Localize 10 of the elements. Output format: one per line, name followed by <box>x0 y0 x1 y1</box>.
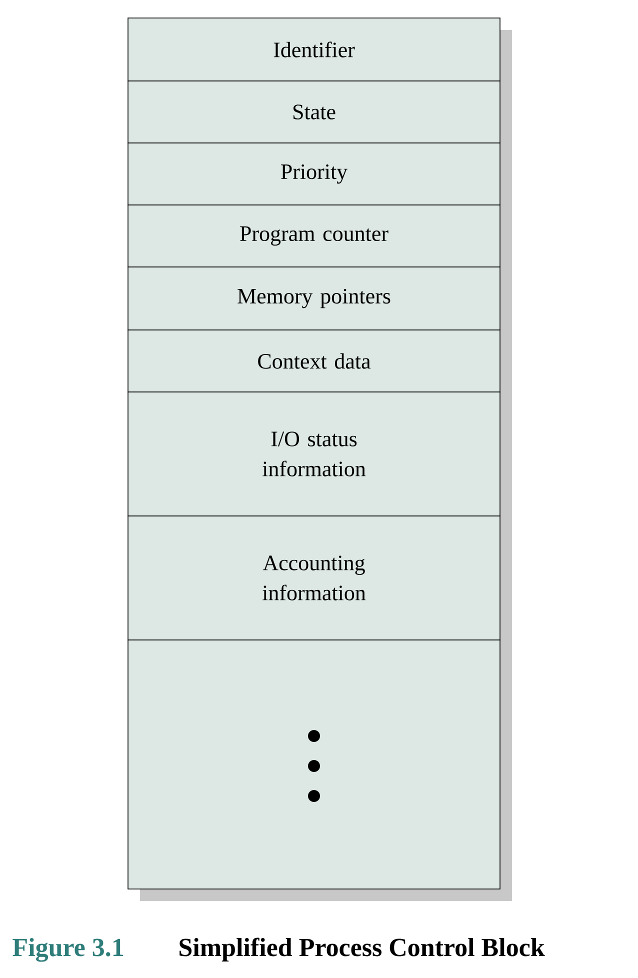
table-cell: Identifier <box>128 18 500 82</box>
caption: Simplified Process Control Block <box>180 938 545 962</box>
table-cell: Context data <box>128 330 500 392</box>
table-cell: Memory pointers <box>128 266 500 330</box>
table-cell: Accounting information <box>128 516 500 640</box>
table-cell: I/O status information <box>128 392 500 516</box>
table-cell: Priority <box>128 142 500 206</box>
table-cell: State <box>128 80 500 144</box>
figure-number: Figure 3.1 <box>12 938 124 962</box>
table-cell: Program counter <box>128 204 500 268</box>
